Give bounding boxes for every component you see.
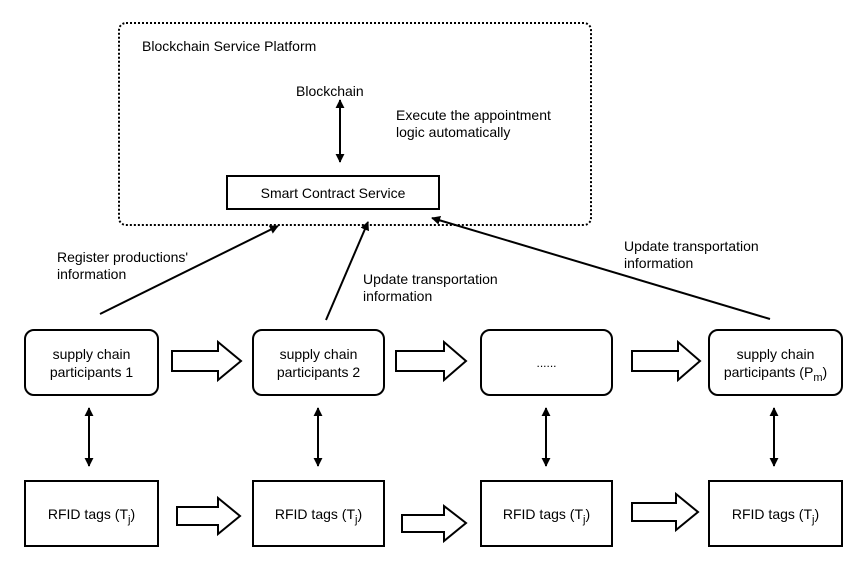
rfid-box-1: RFID tags (Tj) xyxy=(24,480,159,547)
participant-2-line1: supply chain xyxy=(279,345,358,362)
rfid-box-2: RFID tags (Tj) xyxy=(252,480,385,547)
rfid-1-label: RFID tags (Tj) xyxy=(47,505,136,526)
register-label-line2: information xyxy=(57,266,127,282)
participant-1-line2: participants 1 xyxy=(49,363,134,380)
execute-logic-line1: Execute the appointment xyxy=(396,107,551,123)
update-right-arrow xyxy=(431,216,771,320)
block-arrow-p2-dots xyxy=(395,339,468,383)
register-label-line1: Register productions' xyxy=(57,249,189,265)
participant-m-line1: supply chain xyxy=(736,345,815,362)
update-mid-label-line2: information xyxy=(363,288,433,304)
participant-ellipsis-label: ...... xyxy=(536,355,557,370)
update-mid-arrow xyxy=(325,221,369,321)
update-right-label-line1: Update transportation xyxy=(624,238,759,254)
smart-contract-label: Smart Contract Service xyxy=(260,184,406,201)
update-right-label-line2: information xyxy=(624,255,694,271)
block-arrow-r2-r3 xyxy=(401,503,468,544)
rfid-3-label: RFID tags (Tj) xyxy=(502,505,591,526)
rfid-4-label: RFID tags (Tj) xyxy=(731,505,820,526)
participant-box-1: supply chain participants 1 xyxy=(24,329,159,396)
block-arrow-r1-r2 xyxy=(176,495,242,537)
update-mid-label-line1: Update transportation xyxy=(363,271,498,287)
participant-1-line1: supply chain xyxy=(52,345,131,362)
rfid-2-label: RFID tags (Tj) xyxy=(274,505,363,526)
rfid-box-4: RFID tags (Tj) xyxy=(708,480,843,547)
blockchain-label: Blockchain xyxy=(296,83,364,99)
participant-m-line2: participants (Pm) xyxy=(723,363,828,384)
execute-logic-line2: logic automatically xyxy=(396,124,511,140)
block-arrow-r3-r4 xyxy=(631,491,700,533)
blockchain-service-platform xyxy=(118,22,592,226)
rfid-box-3: RFID tags (Tj) xyxy=(480,480,613,547)
block-arrow-p1-p2 xyxy=(171,339,243,383)
block-arrow-dots-pm xyxy=(631,339,702,383)
participant-box-2: supply chain participants 2 xyxy=(252,329,385,396)
participant-box-ellipsis: ...... xyxy=(480,329,613,396)
smart-contract-service-box: Smart Contract Service xyxy=(226,175,440,210)
register-arrow xyxy=(99,225,279,315)
participant-2-line2: participants 2 xyxy=(276,363,361,380)
participant-box-m: supply chain participants (Pm) xyxy=(708,329,843,396)
platform-title: Blockchain Service Platform xyxy=(142,38,317,54)
